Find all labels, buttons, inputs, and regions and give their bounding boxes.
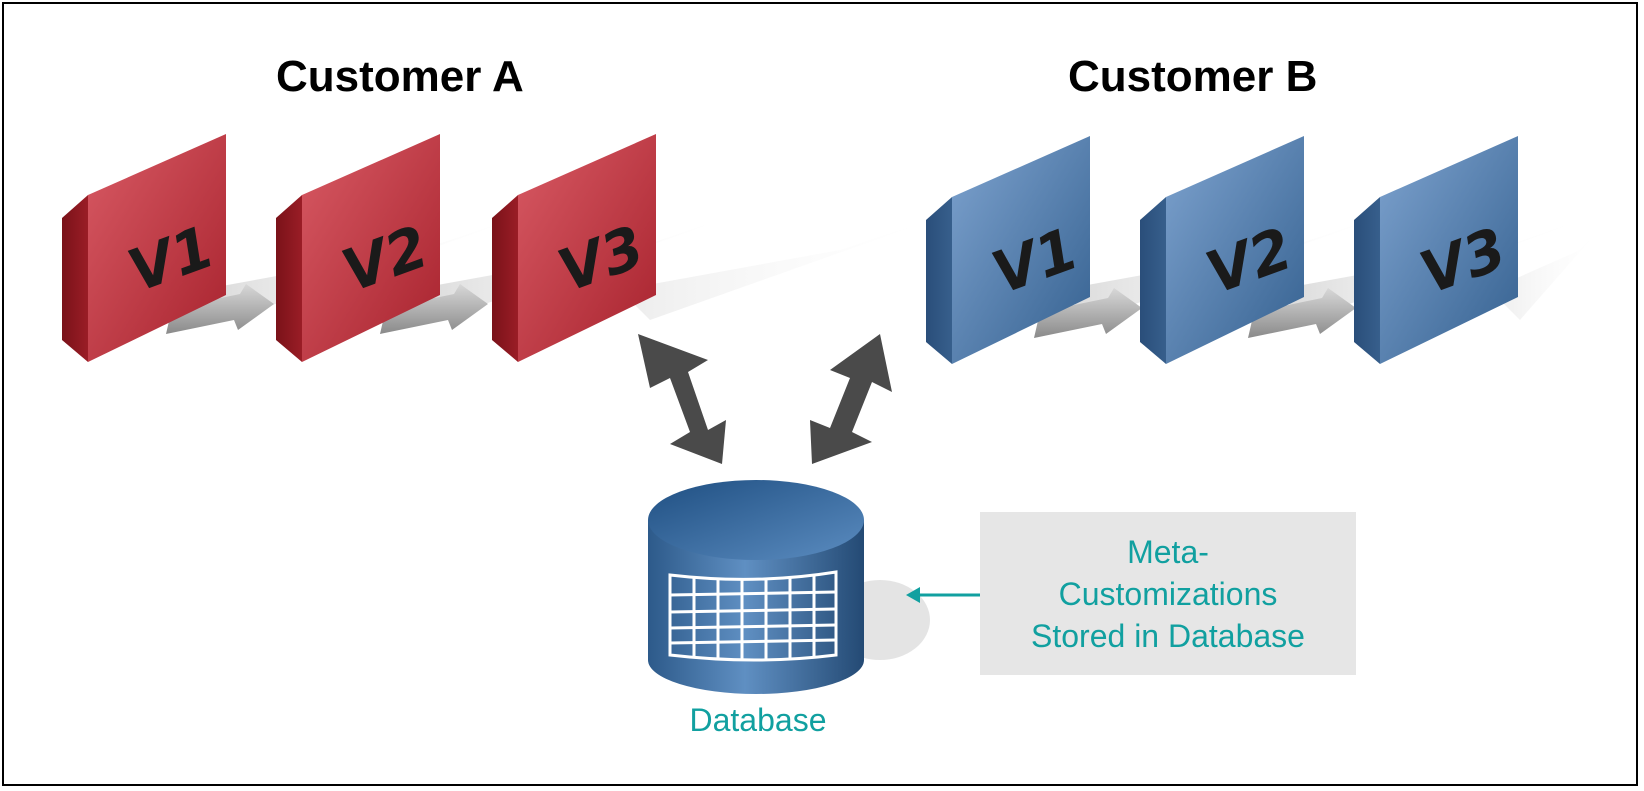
version-block-a-v1: V1 bbox=[62, 134, 226, 362]
customer-b-title: Customer B bbox=[1068, 52, 1318, 101]
data-grid-icon bbox=[668, 570, 838, 662]
flow-arrow-icon bbox=[166, 284, 274, 334]
double-arrow-left-icon bbox=[638, 334, 726, 464]
customer-a-blocks: V1 V2 V3 bbox=[62, 134, 960, 362]
flow-arrow-icon bbox=[1034, 288, 1142, 338]
version-block-a-v2: V2 bbox=[276, 134, 440, 362]
flow-arrow-icon bbox=[1248, 288, 1356, 338]
annotation-arrow-icon bbox=[906, 587, 980, 603]
version-block-b-v2: V2 bbox=[1140, 136, 1304, 364]
database-cylinder-icon bbox=[648, 480, 930, 694]
double-arrow-right-icon bbox=[810, 334, 892, 464]
meta-customizations-note: Meta- Customizations Stored in Database bbox=[980, 512, 1356, 675]
version-block-b-v3: V3 bbox=[1354, 136, 1518, 364]
customer-b-blocks: V1 V2 V3 bbox=[926, 136, 1612, 364]
note-line: Customizations bbox=[1058, 575, 1278, 612]
database-label: Database bbox=[689, 702, 827, 738]
version-block-b-v1: V1 bbox=[926, 136, 1090, 364]
flow-arrow-icon bbox=[380, 284, 488, 334]
note-line: Meta- bbox=[1127, 533, 1209, 570]
note-line: Stored in Database bbox=[1031, 617, 1305, 654]
block-shadow bbox=[1490, 215, 1612, 320]
version-block-a-v3: V3 bbox=[492, 134, 656, 362]
block-shadow bbox=[620, 210, 960, 320]
customer-a-title: Customer A bbox=[276, 52, 524, 101]
